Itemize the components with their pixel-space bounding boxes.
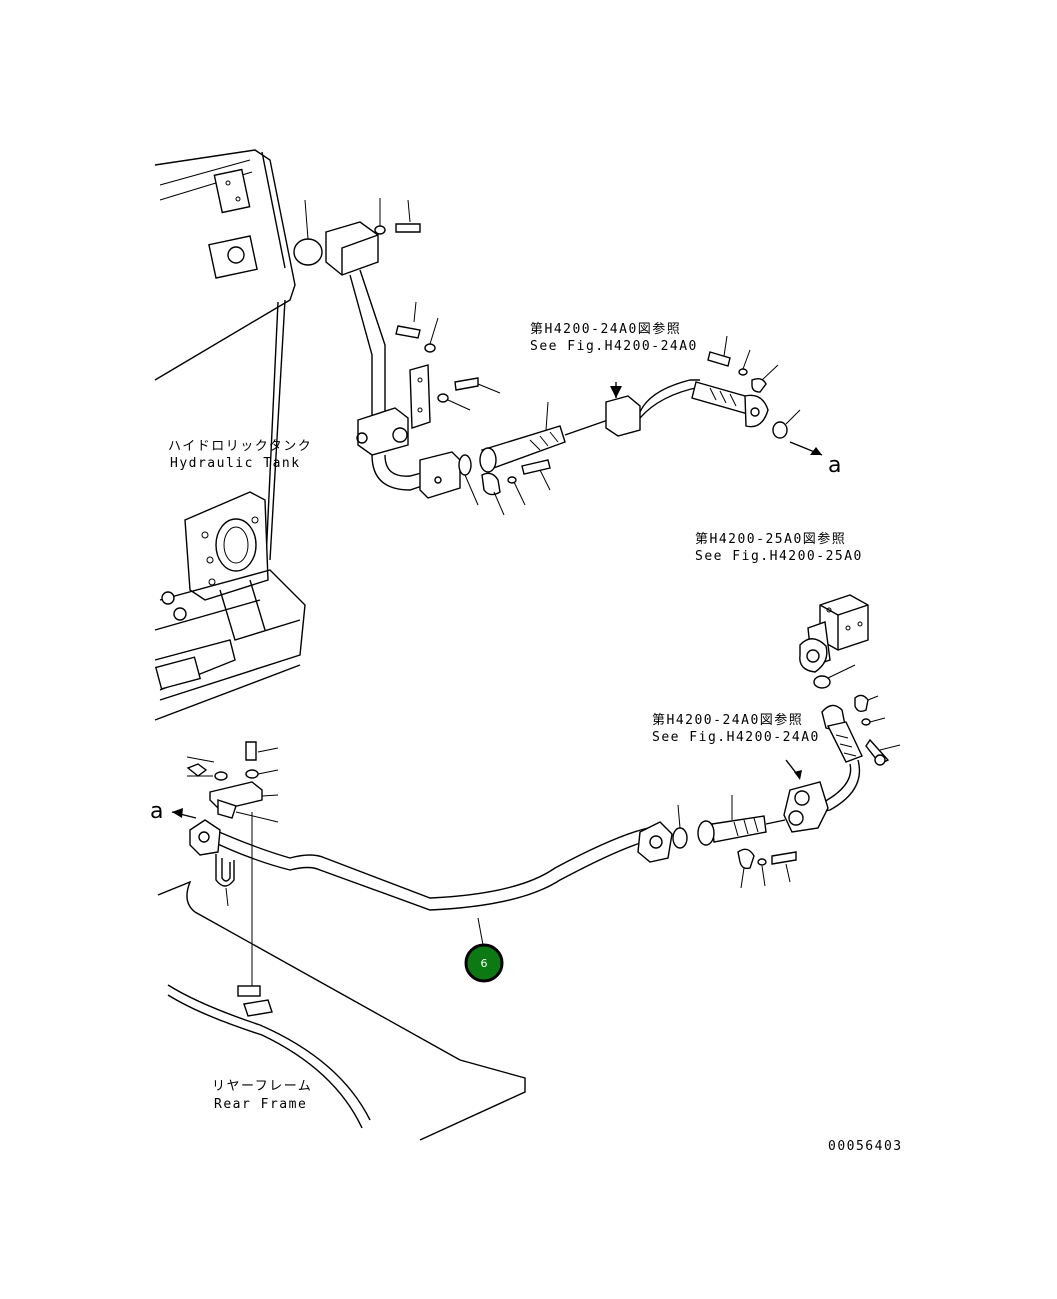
upper-right-hose	[691, 335, 823, 456]
drawing-number: 00056403	[828, 1139, 903, 1154]
callout-number: 6	[481, 957, 488, 970]
upper-bolts	[374, 198, 501, 411]
arrow-a-right-label: a	[828, 453, 841, 478]
callout-circle[interactable]	[464, 943, 504, 983]
tube-clamp	[171, 741, 279, 1017]
ref1-label-en: See Fig.H4200-24A0	[530, 339, 698, 354]
ref1-label-jp: 第H4200-24A0図参照	[530, 321, 681, 337]
ref3-label-en: See Fig.H4200-24A0	[652, 730, 820, 745]
rear-frame	[157, 880, 526, 1141]
rear-frame-label-en: Rear Frame	[214, 1097, 307, 1112]
rear-frame-label-jp: リヤーフレーム	[212, 1079, 312, 1094]
main-tube	[189, 819, 673, 946]
hydraulic-tank	[154, 149, 296, 561]
ref3-label-jp: 第H4200-24A0図参照	[652, 712, 803, 728]
hydraulic-tank-label-en: Hydraulic Tank	[170, 456, 301, 471]
upper-pipe	[325, 221, 461, 499]
ref2-label-jp: 第H4200-25A0図参照	[695, 531, 846, 547]
o-ring-tank	[293, 238, 323, 266]
upper-hose	[458, 379, 701, 516]
callout-6[interactable]: 6	[464, 943, 504, 983]
valve-block	[799, 594, 869, 689]
arrow-a-left-label: a	[150, 799, 163, 824]
ref2-label-en: See Fig.H4200-25A0	[695, 549, 863, 564]
tank-mount-plate	[154, 491, 306, 721]
lower-hose	[672, 694, 901, 889]
hydraulic-tank-label-jp: ハイドロリックタンク	[168, 439, 312, 454]
